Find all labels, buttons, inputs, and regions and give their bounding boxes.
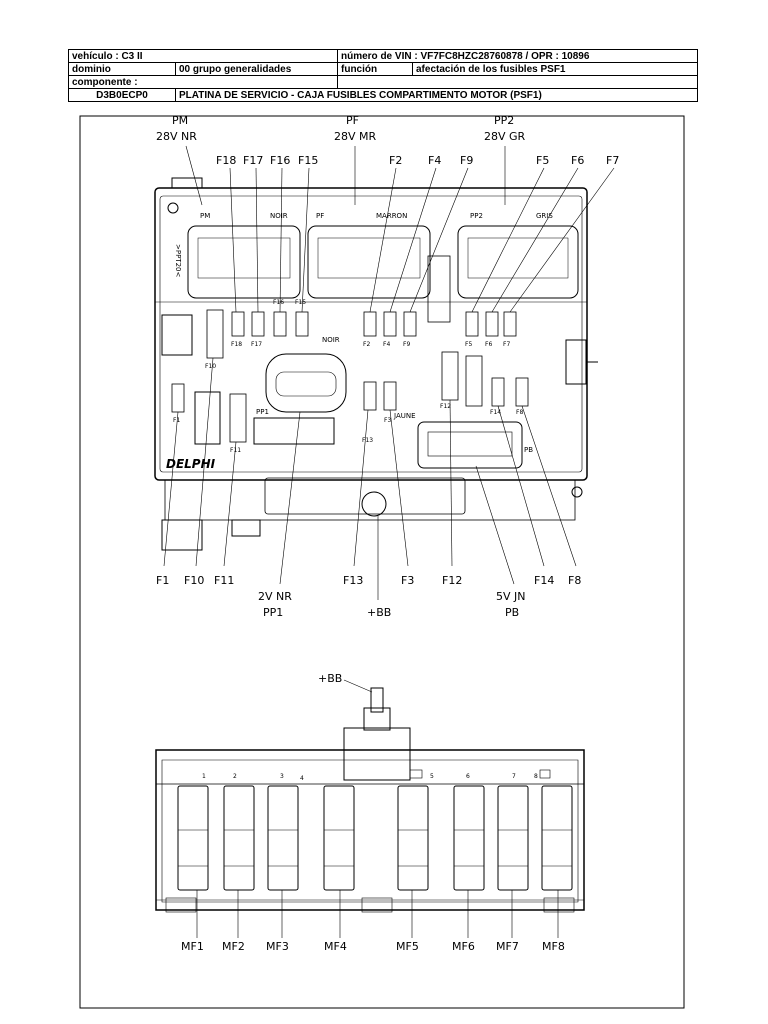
slot-number-5: 5 [430, 773, 434, 780]
box-text-pp1: PP1 [256, 408, 269, 416]
box-fuse-f17: F17 [251, 341, 262, 348]
box-text-marron: MARRON [376, 212, 407, 220]
callout-f17: F17 [243, 154, 263, 167]
label-mf6: MF6 [452, 940, 475, 953]
box-text-pb: PB [524, 446, 533, 454]
box-fuse-f6: F6 [485, 341, 492, 348]
slot-number-6: 6 [466, 773, 470, 780]
label-mf7: MF7 [496, 940, 519, 953]
box-fuse-f16: F16 [273, 299, 284, 306]
callout-pp2: PP2 [494, 114, 514, 127]
slot-number-4: 4 [300, 775, 304, 782]
slot-number-1: 1 [202, 773, 206, 780]
callout-pp2-voltage: 28V GR [484, 130, 526, 143]
fuse-box-body [154, 177, 598, 551]
box-fuse-f13: F13 [362, 437, 373, 444]
box-text-pp2: PP2 [470, 212, 483, 220]
callout-pm-voltage: 28V NR [156, 130, 197, 143]
callout-f2: F2 [389, 154, 402, 167]
callout-pm: PM [172, 114, 188, 127]
callout-f16: F16 [270, 154, 290, 167]
box-fuse-f2: F2 [363, 341, 370, 348]
callout-f13: F13 [343, 574, 363, 587]
callout-pb: PB [505, 606, 519, 619]
label-mf5: MF5 [396, 940, 419, 953]
box-text-pm: PM [200, 212, 210, 220]
callout-f6: F6 [571, 154, 584, 167]
callout-f1: F1 [156, 574, 169, 587]
box-fuse-f5: F5 [465, 341, 472, 348]
callout-f18: F18 [216, 154, 236, 167]
label-mf4: MF4 [324, 940, 347, 953]
box-fuse-f8: F8 [516, 409, 523, 416]
slot-number-7: 7 [512, 773, 516, 780]
maxi-fuse-block [155, 679, 585, 913]
callout-f3: F3 [401, 574, 414, 587]
callout-pf-voltage: 28V MR [334, 130, 377, 143]
box-fuse-f14: F14 [490, 409, 501, 416]
maxi-slot-numbers: 1 2 3 4 5 6 7 8 [202, 773, 538, 782]
label-mf2: MF2 [222, 940, 245, 953]
box-fuse-f10: F10 [205, 363, 216, 370]
callout-f4: F4 [428, 154, 441, 167]
box-text-pf: PF [316, 212, 324, 220]
label-mf1: MF1 [181, 940, 204, 953]
box-fuse-f1: F1 [173, 417, 180, 424]
mf-labels: MF1 MF2 MF3 MF4 MF5 MF6 MF7 MF8 [181, 940, 565, 953]
slot-number-3: 3 [280, 773, 284, 780]
label-mf3: MF3 [266, 940, 289, 953]
box-text-gris: GRIS [536, 212, 553, 220]
box-fuse-f12: F12 [440, 403, 451, 410]
box-fuse-f7: F7 [503, 341, 510, 348]
pm-connector [187, 225, 301, 299]
box-labels: PM NOIR PF MARRON PP2 GRIS NOIR JAUNE PP… [166, 212, 553, 471]
header-table: vehículo : C3 II número de VIN : VF7FC8H… [68, 49, 698, 102]
diagram-frame [79, 115, 685, 1009]
callout-pp1-voltage: 2V NR [258, 590, 292, 603]
slot-number-2: 2 [233, 773, 237, 780]
callout-f5: F5 [536, 154, 549, 167]
connectors-top [187, 225, 579, 469]
callout-f11: F11 [214, 574, 234, 587]
leader-lines-top [185, 145, 615, 313]
callout-f10: F10 [184, 574, 204, 587]
callout-f7: F7 [606, 154, 619, 167]
bottom-fuse-callouts: F1 F10 F11 F13 F3 F12 F14 F8 2V NR PP1 +… [156, 574, 581, 619]
label-mf8: MF8 [542, 940, 565, 953]
pp2-connector [457, 225, 579, 299]
maxi-fuse-slots [177, 785, 573, 891]
lower-bb-label: +BB [318, 672, 342, 685]
box-fuse-f3: F3 [384, 417, 391, 424]
callout-f14: F14 [534, 574, 554, 587]
box-text-delphi: DELPHI [166, 457, 216, 471]
top-fuse-callouts: F18 F17 F16 F15 F2 F4 F9 F5 F6 F7 [216, 154, 619, 167]
box-fuse-text: F18 F17 F16 F15 F2 F4 F9 F5 F6 F7 F10 F1… [173, 299, 523, 454]
box-fuse-f9: F9 [403, 341, 410, 348]
callout-pp1: PP1 [263, 606, 283, 619]
box-fuse-f11: F11 [230, 447, 241, 454]
leader-lines-bottom [163, 357, 577, 600]
title-cell: PLATINA DE SERVICIO - CAJA FUSIBLES COMP… [175, 88, 698, 102]
box-fuse-f18: F18 [231, 341, 242, 348]
box-fuse-f4: F4 [383, 341, 390, 348]
callout-pf: PF [346, 114, 359, 127]
box-text-jaune: JAUNE [393, 412, 416, 420]
top-callouts: PM 28V NR PF 28V MR PP2 28V GR [156, 114, 526, 143]
callout-pb-voltage: 5V JN [496, 590, 526, 603]
callout-f12: F12 [442, 574, 462, 587]
box-text-ppt20: >PPT20< [174, 244, 182, 277]
mf-leader-lines [196, 890, 559, 938]
callout-f15: F15 [298, 154, 318, 167]
callout-f8: F8 [568, 574, 581, 587]
slot-number-8: 8 [534, 773, 538, 780]
box-fuse-f15: F15 [295, 299, 306, 306]
callout-f9: F9 [460, 154, 473, 167]
box-text-noir: NOIR [270, 212, 288, 220]
box-text-noir2: NOIR [322, 336, 340, 344]
pf-connector [307, 225, 431, 299]
callout-bb: +BB [367, 606, 391, 619]
